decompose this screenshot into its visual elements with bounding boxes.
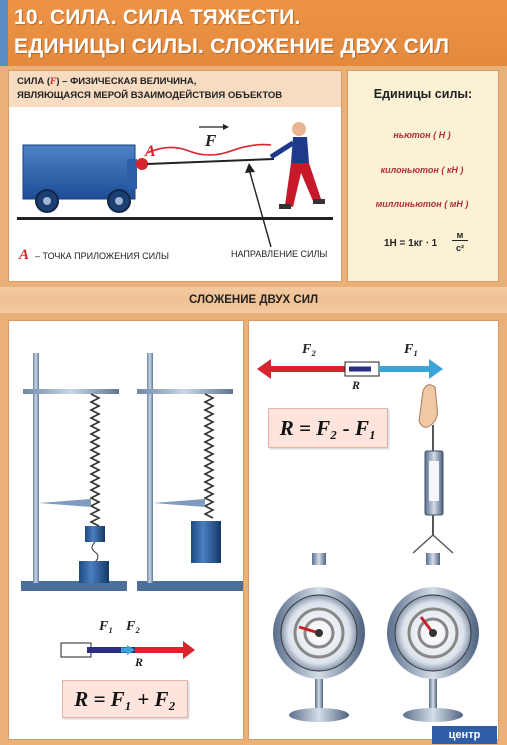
weight-combined: [191, 521, 221, 563]
springs-panel: [8, 320, 244, 740]
application-point: [136, 158, 148, 170]
point-letter-a: A: [145, 143, 156, 160]
cart-front: [127, 159, 137, 189]
label-f2-opposite: F₂: [302, 342, 317, 357]
direction-label: НАПРАВЛЕНИЕ СИЛЫ: [231, 249, 328, 259]
label-f2-same: F₂: [126, 619, 141, 634]
label-f1-same: F₁: [99, 619, 114, 634]
fraction-top: м: [452, 230, 468, 241]
publisher-logo: центр: [432, 726, 497, 744]
label-r-same: R: [135, 655, 144, 669]
unit-relation: 1Н = 1кг ⋅ 1: [384, 238, 438, 249]
header-accent-stripe: [0, 0, 8, 66]
section-band: СЛОЖЕНИЕ ДВУХ СИЛ: [0, 287, 507, 313]
definition-line-2: ЯВЛЯЮЩАЯСЯ МЕРОЙ ВЗАИМОДЕЙСТВИЯ ОБЪЕКТОВ: [17, 90, 283, 101]
dynamometer-panel: [248, 320, 499, 740]
dial-stand: [289, 708, 349, 722]
person-torso: [291, 137, 309, 163]
arrow-f2-opposite: [271, 366, 361, 372]
stand-base: [21, 581, 127, 591]
force-brace: [146, 143, 272, 156]
title-line-2: ЕДИНИЦЫ СИЛЫ. СЛОЖЕНИЕ ДВУХ СИЛ: [14, 35, 450, 58]
stand-arm: [23, 389, 119, 394]
title-line-1: 10. СИЛА. СИЛА ТЯЖЕСТИ.: [14, 6, 301, 29]
force-letter-f: F: [205, 131, 217, 150]
cart-illustration: [17, 122, 333, 248]
force-definition-panel: СИЛА (F) – ФИЗИЧЕСКАЯ ВЕЛИЧИНА, ЯВЛЯЮЩАЯ…: [8, 70, 342, 282]
stand-arm: [137, 389, 233, 394]
weight-large: [79, 561, 109, 583]
stand-rod: [147, 353, 153, 583]
person-head: [292, 122, 306, 136]
arrow-f2: [135, 647, 183, 653]
legend-text: – ТОЧКА ПРИЛОЖЕНИЯ СИЛЫ: [35, 251, 169, 261]
label-f1-opposite: F₁: [404, 342, 419, 357]
hand: [418, 384, 438, 428]
formula-opposite-direction: R = F₂ - F₁: [268, 408, 388, 448]
pointer-scale: [39, 499, 91, 507]
stand-rod: [33, 353, 39, 583]
unit-millinewton: миллиньютон ( мН ): [375, 199, 469, 209]
header: 10. СИЛА. СИЛА ТЯЖЕСТИ. ЕДИНИЦЫ СИЛЫ. СЛ…: [0, 0, 507, 66]
legend-letter-a: A: [19, 247, 30, 263]
definition-line-1: СИЛА (F) – ФИЗИЧЕСКАЯ ВЕЛИЧИНА,: [17, 76, 197, 87]
unit-newton: ньютон ( Н ): [393, 130, 451, 140]
formula-same-direction: R = F₁ + F₂: [62, 680, 188, 718]
unit-kilonewton: килоньютон ( кН ): [380, 165, 464, 175]
spring-coil: [89, 393, 101, 527]
body-block: [60, 642, 92, 658]
ground-line: [17, 217, 333, 220]
direction-pointer: [248, 168, 272, 248]
person-legs: [285, 163, 321, 207]
spring-coil: [203, 393, 215, 519]
definition-strip: [9, 71, 341, 107]
dial-stand: [403, 708, 463, 722]
fraction-bottom: с²: [455, 243, 464, 253]
rope: [146, 158, 275, 165]
pointer-scale: [153, 499, 205, 507]
arrow-f1: [87, 647, 137, 653]
units-panel: Единицы силы:: [347, 70, 499, 282]
dynamometer-illustration: [257, 359, 479, 722]
weight-small: [85, 526, 105, 542]
arrow-f1-opposite: [379, 366, 429, 372]
units-title: Единицы силы:: [373, 87, 473, 101]
spring-stands-illustration: [21, 353, 243, 659]
label-r-opposite: R: [352, 378, 361, 392]
stand-base: [137, 581, 243, 591]
